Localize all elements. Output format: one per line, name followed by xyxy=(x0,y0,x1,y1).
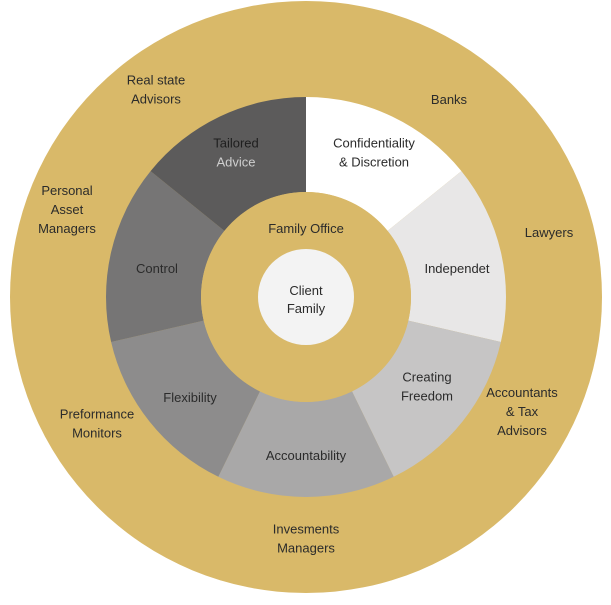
outer-preformance-monitors-label-line1: Preformance xyxy=(60,407,134,422)
segment-independet xyxy=(387,171,506,342)
outer-banks-label-line1: Banks xyxy=(431,92,468,107)
service-segments xyxy=(105,97,506,497)
segment-creating-freedom xyxy=(352,320,501,477)
outer-personal-asset-managers-label-line1: Personal xyxy=(41,183,92,198)
segment-control xyxy=(105,171,225,342)
outer-accountants-tax-advisors-label-line1: Accountants xyxy=(486,385,558,400)
outer-preformance-monitors-label-line2: Monitors xyxy=(72,426,122,441)
outer-real-state-advisors-label-line2: Advisors xyxy=(131,92,181,107)
outer-invesments-managers-label-line1: Invesments xyxy=(273,522,340,537)
outer-personal-asset-managers-label-line3: Managers xyxy=(38,221,96,236)
segment-accountability-label-line1: Accountability xyxy=(266,448,347,463)
center-label-line2: Family xyxy=(287,301,326,316)
segment-tailored-advice-label-line1: Tailored xyxy=(213,136,259,151)
segment-creating-freedom-label-line2: Freedom xyxy=(401,389,453,404)
outer-accountants-tax-advisors-label-line3: Advisors xyxy=(497,423,547,438)
segment-accountability xyxy=(218,391,394,497)
outer-accountants-tax-advisors-label-line2: & Tax xyxy=(506,404,539,419)
segment-control-label-line1: Control xyxy=(136,261,178,276)
family-office-label: Family Office xyxy=(268,221,344,236)
segment-labels: Confidentiality & DiscretionIndependetCre… xyxy=(136,136,490,464)
client-family-circle xyxy=(258,249,354,345)
segment-confidentiality xyxy=(306,97,462,231)
segment-tailored-advice-label-line2: Advice xyxy=(216,155,255,170)
center-label-line1: Client xyxy=(289,283,323,298)
segment-independet-label-line1: Independet xyxy=(424,261,489,276)
segment-confidentiality-label-line2: & Discretion xyxy=(339,155,409,170)
outer-invesments-managers-label-line2: Managers xyxy=(277,541,335,556)
segment-flexibility xyxy=(111,320,260,477)
outer-real-state-advisors-label-line1: Real state xyxy=(127,73,186,88)
outer-personal-asset-managers-label-line2: Asset xyxy=(51,202,84,217)
segment-tailored-advice xyxy=(150,97,306,231)
segment-flexibility-label-line1: Flexibility xyxy=(163,390,217,405)
segment-creating-freedom-label-line1: Creating xyxy=(402,370,451,385)
outer-lawyers-label-line1: Lawyers xyxy=(525,225,574,240)
segment-confidentiality-label-line1: Confidentiality xyxy=(333,136,415,151)
